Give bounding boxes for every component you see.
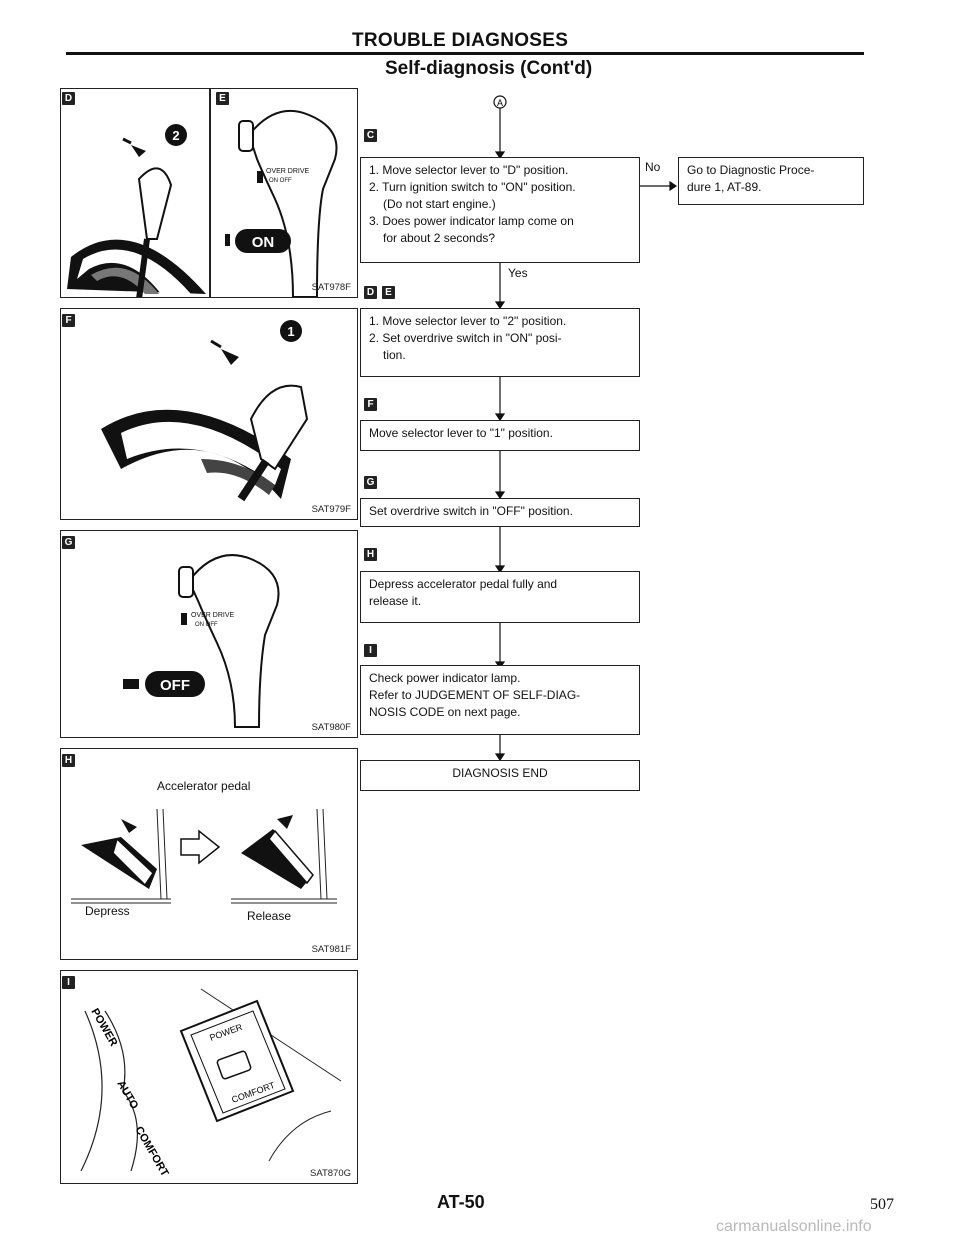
figure-i-label-comfort: COMFORT bbox=[132, 1125, 170, 1179]
figure-i: I POWER AUTO COMFORT POWER COMFORT SAT87… bbox=[60, 970, 358, 1184]
figure-code-sat979f: SAT979F bbox=[311, 504, 351, 515]
figure-h-illustration bbox=[71, 808, 337, 904]
flow-key-f: F bbox=[364, 398, 377, 411]
figure-key-h: H bbox=[62, 754, 75, 767]
flow-key-g: G bbox=[364, 476, 377, 489]
flow-step-i-line-2: Refer to JUDGEMENT OF SELF-DIAG- bbox=[369, 688, 581, 702]
flow-step-c-line-3: (Do not start engine.) bbox=[383, 197, 496, 211]
figure-code-sat980f: SAT980F bbox=[311, 722, 351, 733]
flow-step-f-text: Move selector lever to "1" position. bbox=[369, 426, 553, 440]
flow-key-d: D bbox=[364, 286, 377, 299]
flow-start-connector-label: A bbox=[497, 98, 503, 108]
flow-step-f: Move selector lever to "1" position. bbox=[360, 420, 640, 451]
figure-d-e-illustration: 2 OVER DRIVE ON OFF ON bbox=[67, 110, 338, 297]
flow-step-de-line-3: tion. bbox=[383, 348, 406, 362]
figure-g-off-badge: OFF bbox=[160, 677, 190, 694]
flow-step-h-line-2: release it. bbox=[369, 594, 422, 608]
flow-no-result: Go to Diagnostic Proce- dure 1, AT-89. bbox=[678, 157, 864, 205]
figure-code-sat981f: SAT981F bbox=[311, 944, 351, 955]
figure-e-on-badge: ON bbox=[252, 234, 275, 251]
figure-g-illustration: OVER DRIVE ON OFF OFF bbox=[123, 554, 280, 728]
flow-step-c: 1. Move selector lever to "D" position. … bbox=[360, 157, 640, 263]
flow-no-result-line-2: dure 1, AT-89. bbox=[687, 180, 762, 194]
figure-e-lever-text-1: OVER DRIVE bbox=[266, 168, 310, 175]
figure-h-depress-label: Depress bbox=[85, 904, 130, 918]
flow-no-result-line-1: Go to Diagnostic Proce- bbox=[687, 163, 815, 177]
flow-end: DIAGNOSIS END bbox=[360, 760, 640, 791]
figure-f: F 1 SAT979F bbox=[60, 308, 358, 520]
flow-key-c: C bbox=[364, 129, 377, 142]
flow-step-g-text: Set overdrive switch in "OFF" position. bbox=[369, 504, 573, 518]
figure-h-title: Accelerator pedal bbox=[157, 779, 251, 793]
figure-key-i: I bbox=[62, 976, 75, 989]
flow-step-i-line-1: Check power indicator lamp. bbox=[369, 671, 521, 685]
flow-no-label: No bbox=[645, 160, 661, 174]
page-label: AT-50 bbox=[437, 1192, 485, 1212]
flow-step-g: Set overdrive switch in "OFF" position. bbox=[360, 498, 640, 527]
figure-f-illustration: 1 bbox=[101, 320, 309, 502]
flowchart-connectors: A bbox=[493, 95, 678, 762]
figure-g: G OVER DRIVE ON OFF OFF SAT980F bbox=[60, 530, 358, 738]
figure-h: H Accelerator pedal Depress Release SAT9… bbox=[60, 748, 358, 960]
figure-g-lever-text-2: ON OFF bbox=[195, 622, 218, 628]
flow-step-c-line-2: 2. Turn ignition switch to "ON" position… bbox=[369, 180, 576, 194]
page-number: 507 bbox=[870, 1196, 894, 1213]
figure-key-g: G bbox=[62, 536, 75, 549]
figure-key-e: E bbox=[216, 92, 229, 105]
flow-step-de-line-2: 2. Set overdrive switch in "ON" posi- bbox=[369, 331, 562, 345]
figure-h-release-label: Release bbox=[247, 909, 292, 923]
page-subtitle: Self-diagnosis (Cont'd) bbox=[385, 58, 593, 79]
flow-step-i-line-3: NOSIS CODE on next page. bbox=[369, 705, 521, 719]
figure-key-d: D bbox=[62, 92, 75, 105]
watermark: carmanualsonline.info bbox=[716, 1218, 872, 1235]
flow-step-i: Check power indicator lamp. Refer to JUD… bbox=[360, 665, 640, 735]
flow-key-e: E bbox=[382, 286, 395, 299]
figure-i-label-auto: AUTO bbox=[114, 1079, 140, 1112]
flow-step-c-line-1: 1. Move selector lever to "D" position. bbox=[369, 163, 569, 177]
flow-key-h: H bbox=[364, 548, 377, 561]
flow-step-c-line-4: 3. Does power indicator lamp come on bbox=[369, 214, 574, 228]
page-title: TROUBLE DIAGNOSES bbox=[352, 30, 569, 51]
flow-step-h: Depress accelerator pedal fully and rele… bbox=[360, 571, 640, 623]
figure-g-lever-text-1: OVER DRIVE bbox=[191, 612, 235, 619]
figure-d-e: D E 2 OVER DRIVE ON OFF ON SAT978F bbox=[60, 88, 358, 298]
figure-key-f: F bbox=[62, 314, 75, 327]
header-rule bbox=[66, 52, 864, 55]
flow-key-i: I bbox=[364, 644, 377, 657]
figure-code-sat978f: SAT978F bbox=[311, 282, 351, 293]
figure-i-illustration: POWER AUTO COMFORT POWER COMFORT bbox=[80, 988, 342, 1179]
figure-f-step-number: 1 bbox=[287, 324, 294, 339]
figure-e-lever-text-2: ON OFF bbox=[269, 178, 292, 184]
flow-yes-label: Yes bbox=[508, 266, 528, 280]
flow-step-h-line-1: Depress accelerator pedal fully and bbox=[369, 577, 558, 591]
figure-d-step-number: 2 bbox=[172, 128, 179, 143]
flow-end-text: DIAGNOSIS END bbox=[452, 766, 548, 780]
flow-step-c-line-5: for about 2 seconds? bbox=[383, 231, 496, 245]
figure-divider bbox=[209, 89, 211, 297]
flow-step-de: 1. Move selector lever to "2" position. … bbox=[360, 308, 640, 377]
flow-step-de-line-1: 1. Move selector lever to "2" position. bbox=[369, 314, 567, 328]
figure-code-sat870g: SAT870G bbox=[309, 1168, 351, 1179]
